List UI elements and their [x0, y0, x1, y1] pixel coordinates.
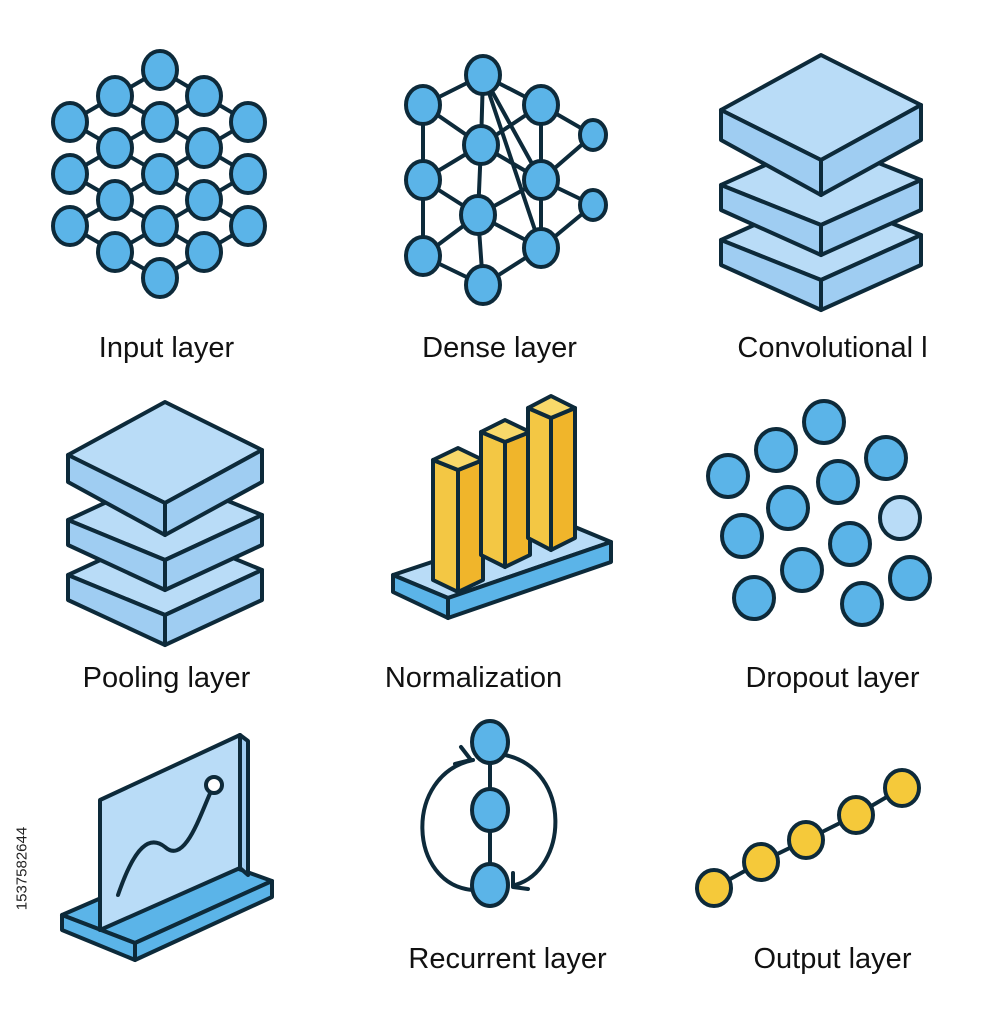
- label-normalization: Normalization: [384, 662, 563, 694]
- icon-cell-output: Output layer: [666, 705, 999, 1035]
- icon-cell-activation: [0, 705, 333, 1035]
- network-icon: [404, 54, 608, 306]
- watermark-id: 1537582644: [12, 750, 36, 990]
- scattered-nodes-icon: [706, 399, 932, 627]
- watermark-id-text: 1537582644: [13, 826, 31, 911]
- stacked-layers-icon: [719, 53, 923, 312]
- label-input-layer: Input layer: [98, 332, 235, 364]
- icon-cell-input: Input layer: [0, 30, 333, 364]
- icon-cell-dropout: Dropout layer: [666, 370, 999, 700]
- label-dropout-layer: Dropout layer: [745, 662, 920, 694]
- stacked-layers-icon: [66, 400, 264, 647]
- icon-cell-recurrent: Recurrent layer: [333, 705, 666, 1035]
- curve-screen-icon: [60, 733, 274, 962]
- bar-chart-icon: [391, 394, 613, 620]
- label-pooling-layer: Pooling layer: [82, 662, 251, 694]
- label-dense-layer: Dense layer: [422, 332, 577, 364]
- icon-cell-normalization: Normalization: [333, 370, 666, 700]
- icon-cell-pooling: Pooling layer: [0, 370, 333, 700]
- node-grid-icon: [51, 49, 267, 299]
- node-chain-icon: [695, 768, 921, 908]
- icon-cell-conv: Convolutional l: [666, 30, 999, 364]
- label-output-layer: Output layer: [753, 943, 912, 975]
- loop-nodes-icon: [420, 719, 558, 908]
- label-recurrent-layer: Recurrent layer: [408, 943, 607, 975]
- label-convolutional-layer: Convolutional l: [737, 332, 928, 364]
- icon-cell-dense: Dense layer: [333, 30, 666, 364]
